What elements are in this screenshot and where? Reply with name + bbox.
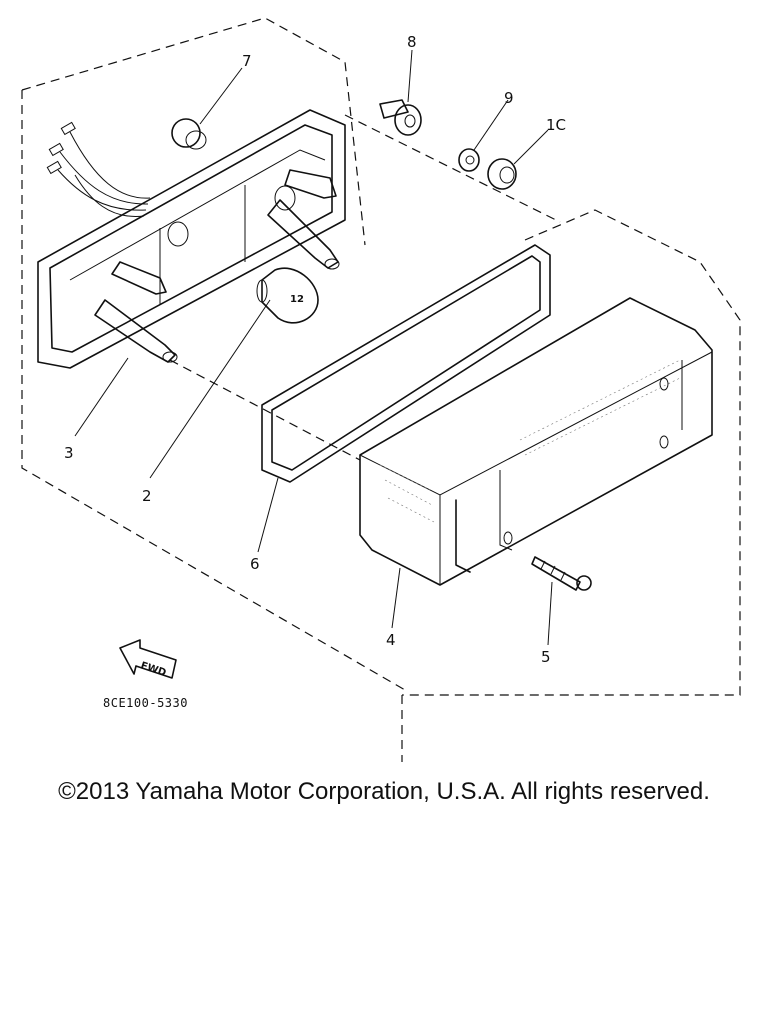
lamp-housing: [37, 109, 346, 369]
callout-8: 8: [407, 33, 417, 51]
callout-9: 9: [504, 89, 514, 107]
leader-lines: [74, 49, 553, 646]
callout-7: 7: [242, 52, 252, 70]
grommet-part: [171, 118, 207, 150]
screw-part: [531, 556, 592, 591]
svg-text:12: 12: [290, 294, 304, 305]
fwd-arrow-icon: FWD: [119, 639, 177, 679]
exploded-parts-diagram: 12: [21, 17, 741, 762]
callout-5: 5: [541, 648, 551, 666]
washer-part: [458, 148, 480, 172]
callout-3: 3: [64, 444, 74, 462]
callout-6: 6: [250, 555, 260, 573]
bulb-part: 12: [256, 267, 319, 324]
lens-part: [359, 297, 713, 586]
assembly-boundary: [21, 17, 741, 762]
fwd-label: FWD: [139, 660, 167, 679]
gasket-part: [261, 244, 551, 483]
callout-10: 1C: [546, 116, 566, 134]
callout-4: 4: [386, 631, 396, 649]
part-code: 8CE100-5330: [103, 696, 188, 710]
spacer-part: [379, 99, 422, 136]
copyright-notice: ©2013 Yamaha Motor Corporation, U.S.A. A…: [58, 778, 710, 805]
nut-part: [487, 158, 517, 190]
callout-2: 2: [142, 487, 152, 505]
